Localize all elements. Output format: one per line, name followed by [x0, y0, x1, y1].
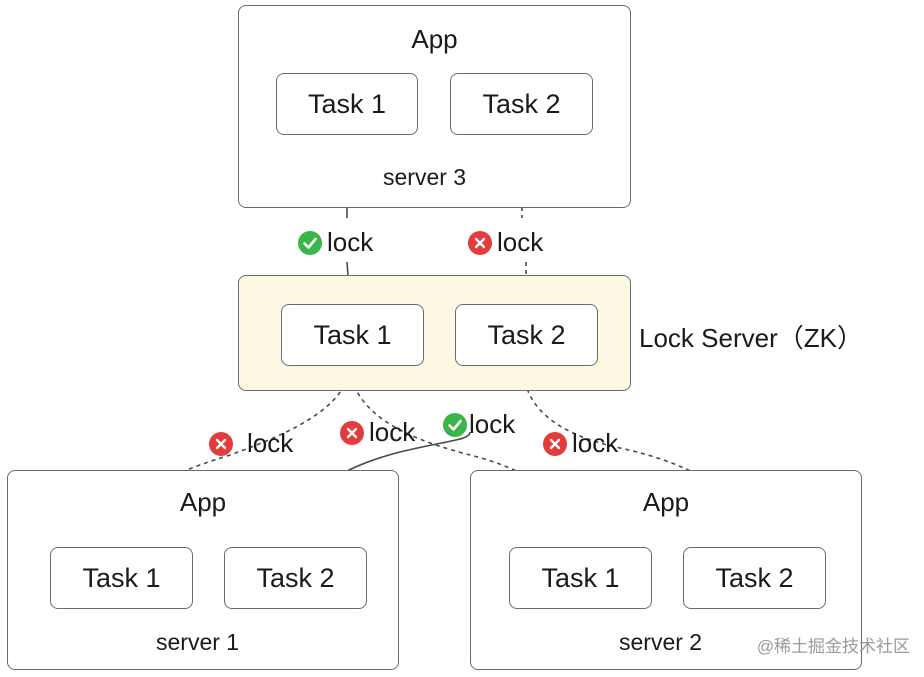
server-2-task-1: Task 1: [509, 547, 652, 609]
lock-label-s1-task2: lock: [443, 409, 515, 440]
lock-label-s1-task1: lock: [209, 428, 293, 459]
server-1-task-2: Task 2: [224, 547, 367, 609]
server-3-task-1: Task 1: [276, 73, 418, 135]
check-icon: [298, 230, 322, 255]
zk-task-1: Task 1: [281, 304, 424, 366]
app-label: App: [411, 24, 458, 54]
lock-label-s3-task2: lock: [468, 227, 543, 258]
lock-label-s2-task2: lock: [543, 428, 618, 459]
x-icon: [209, 431, 233, 456]
server-3-name: server 3: [383, 164, 467, 190]
server-1-name: server 1: [156, 629, 240, 655]
server-2-box: App Task 1 Task 2 server 2: [470, 470, 862, 670]
zk-task-2: Task 2: [455, 304, 598, 366]
x-icon: [468, 230, 492, 255]
edge-s1-task1: [119, 366, 354, 547]
server-1-task-1: Task 1: [50, 547, 193, 609]
lock-label-s2-task1: lock: [340, 417, 415, 448]
watermark: @稀土掘金技术社区: [756, 637, 910, 656]
server-1-box: App Task 1 Task 2 server 1: [7, 470, 399, 670]
server-3-task-2: Task 2: [450, 73, 593, 135]
server-3-box: App Task 1 Task 2 server 3: [238, 5, 631, 208]
lock-label-s3-task1: lock: [298, 227, 373, 258]
app-label: App: [179, 487, 227, 517]
x-icon: [340, 420, 364, 445]
x-icon: [543, 431, 567, 456]
lock-server-box: Task 1 Task 2: [238, 275, 631, 391]
check-icon: [443, 412, 467, 437]
server-2-task-2: Task 2: [683, 547, 826, 609]
lock-server-label: Lock Server（ZK）: [639, 323, 863, 353]
app-label: App: [642, 487, 690, 517]
server-2-name: server 2: [619, 629, 703, 655]
